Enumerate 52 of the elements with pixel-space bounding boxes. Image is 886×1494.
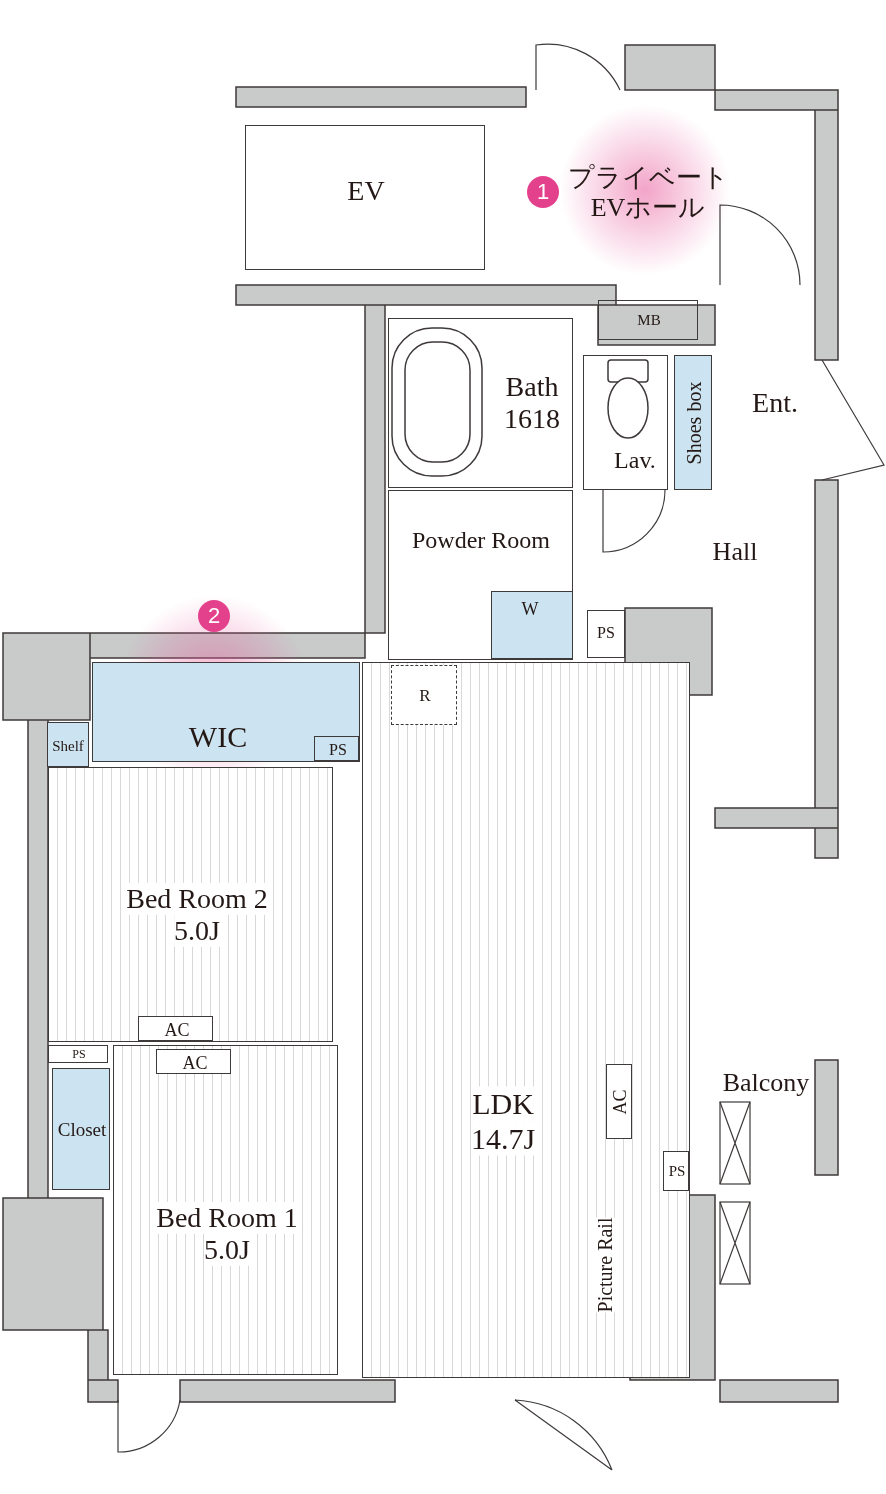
washer-space <box>491 591 573 659</box>
fridge-space <box>391 665 457 725</box>
room-label: PS <box>597 623 615 643</box>
room-label: Ent. <box>752 386 798 420</box>
room-label: PS <box>668 1163 686 1181</box>
room-label: Bath <box>505 370 559 403</box>
room-label: AC <box>164 1019 190 1041</box>
room-label: WIC <box>188 719 248 755</box>
shelf <box>47 722 89 767</box>
room-size: 5.0J <box>174 915 220 948</box>
room-label: PS <box>72 1048 86 1062</box>
room-label: Shoes box <box>682 381 706 465</box>
callout-number: 1 <box>527 176 559 208</box>
lavatory <box>583 355 668 490</box>
room-size: 14.7J <box>470 1121 536 1156</box>
room-label: EV <box>347 174 385 208</box>
pipe-space <box>587 610 625 658</box>
closet <box>52 1068 110 1190</box>
room-label: AC <box>182 1052 208 1074</box>
living-dining-kitchen <box>362 662 690 1378</box>
pipe-space <box>48 1045 108 1063</box>
room-label: Lav. <box>614 447 656 475</box>
powder-room <box>388 490 573 660</box>
room-label: プライベートEVホール <box>566 163 730 223</box>
walk-in-closet <box>92 662 360 762</box>
room-label: Closet <box>57 1119 107 1141</box>
air-conditioner <box>138 1016 213 1041</box>
room-label: AC <box>609 1089 631 1115</box>
room-label: LDK <box>472 1086 534 1121</box>
room-size: 5.0J <box>204 1234 250 1267</box>
room-label: R <box>419 686 431 706</box>
room-label: Bed Room 1 <box>156 1201 298 1234</box>
room-label: Shelf <box>52 738 84 756</box>
bathroom <box>388 318 573 488</box>
room-label: MB <box>637 312 661 330</box>
room-label: Hall <box>712 537 758 567</box>
meter-box <box>598 300 698 340</box>
pipe-space <box>663 1151 689 1191</box>
air-conditioner <box>606 1064 632 1139</box>
shoe-cabinet <box>674 355 712 490</box>
room-label: PS <box>329 740 347 760</box>
bedroom <box>113 1045 338 1375</box>
room-label: Bed Room 2 <box>126 882 268 915</box>
pipe-space <box>314 736 359 761</box>
room-label: W <box>521 598 539 620</box>
room-size: 1618 <box>504 403 560 436</box>
bedroom <box>48 767 333 1042</box>
room-label: Balcony <box>722 1068 810 1098</box>
air-conditioner <box>156 1049 231 1074</box>
room-label: Powder Room <box>412 527 550 555</box>
elevator-shaft <box>245 125 485 270</box>
note-label: Picture Rail <box>593 1217 617 1313</box>
